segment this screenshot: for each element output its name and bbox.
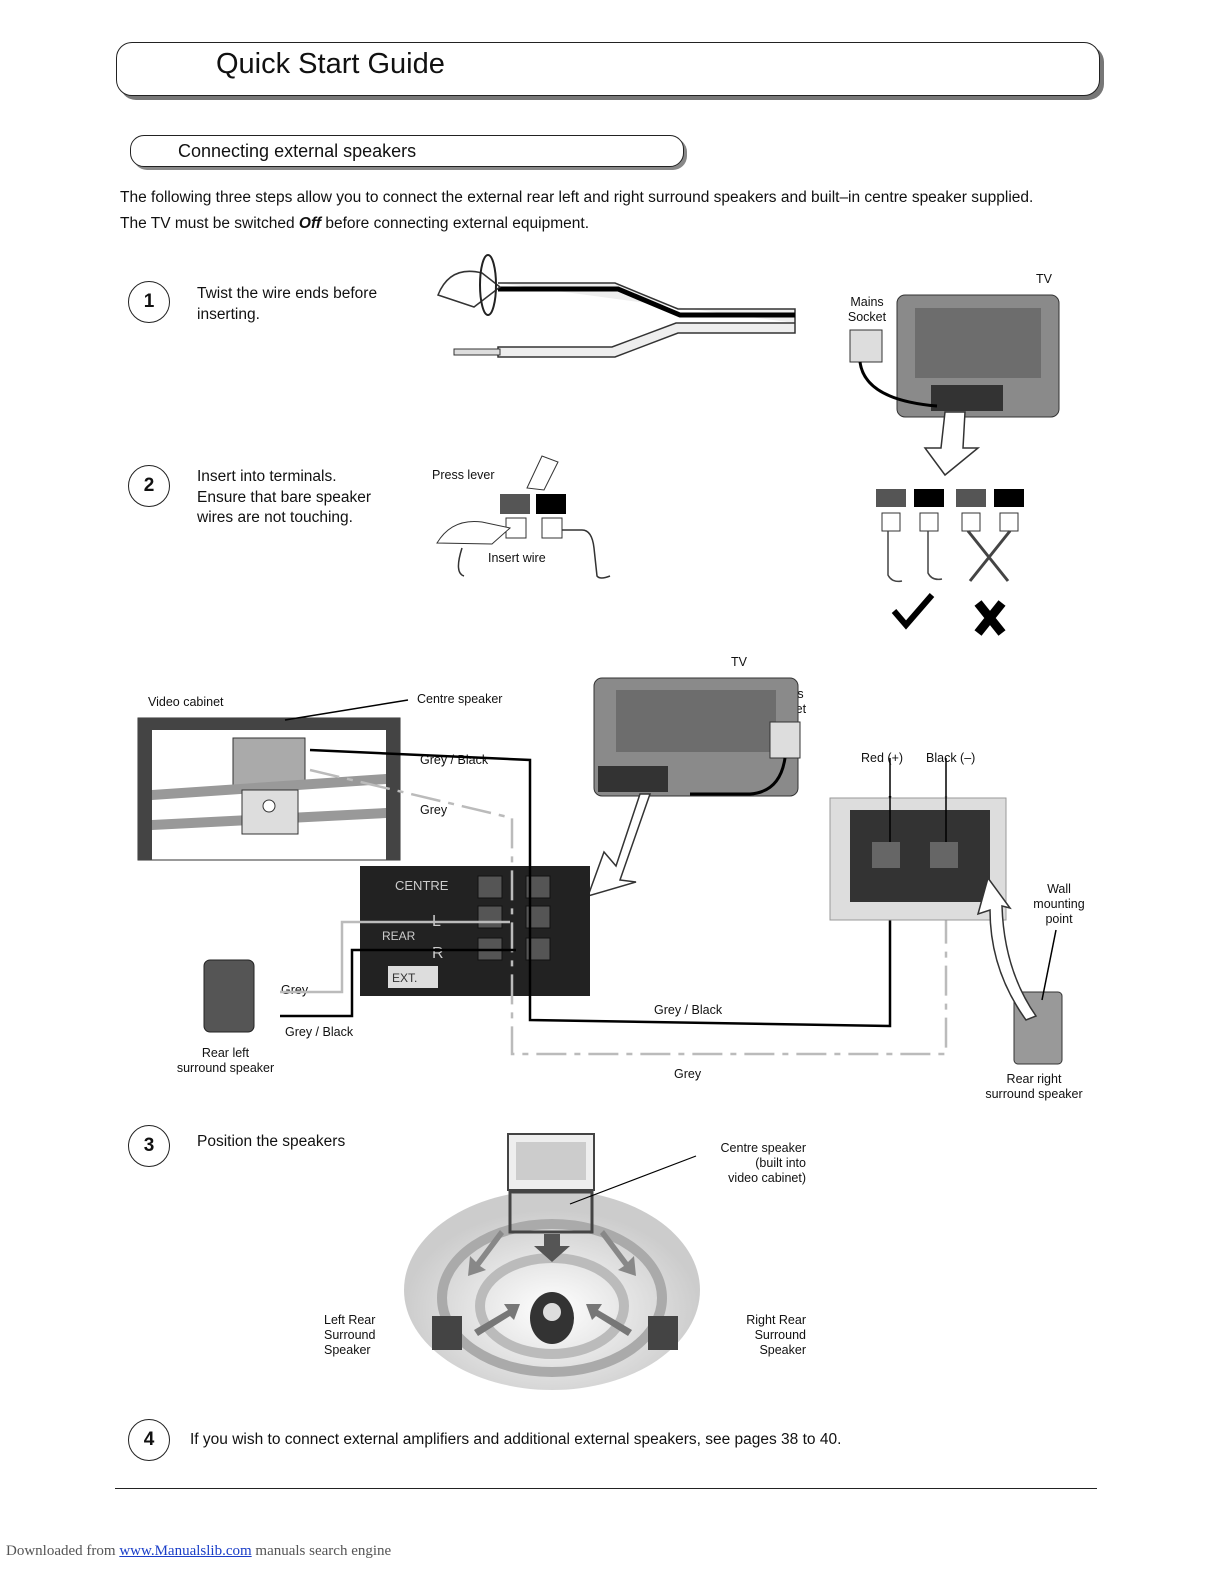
speaker-connection-diagram: CENTRE REAR L R EXT. bbox=[137, 677, 1063, 1065]
label-line: Surround bbox=[324, 1328, 376, 1342]
black-minus-label: Black (–) bbox=[926, 751, 976, 765]
rear-right-speaker-label: Rear right surround speaker bbox=[976, 1072, 1092, 1102]
label-line: video cabinet) bbox=[728, 1171, 806, 1185]
grey-label-bottom: Grey bbox=[674, 1067, 702, 1081]
section-title: Connecting external speakers bbox=[178, 141, 417, 161]
panel-r-label: R bbox=[432, 945, 444, 962]
page-title: Quick Start Guide bbox=[216, 48, 445, 80]
right-rear-surround-label: Right Rear Surround Speaker bbox=[736, 1313, 806, 1358]
terminal-insert-illustration bbox=[436, 455, 611, 579]
step-text-line: Insert into terminals. bbox=[197, 468, 337, 485]
speaker-position-illustration bbox=[404, 1133, 700, 1390]
label-line: surround speaker bbox=[176, 1061, 275, 1075]
arrow-icon bbox=[474, 1304, 520, 1336]
centre-speaker-icon bbox=[232, 737, 306, 787]
step-2-text: Insert into terminals. Ensure that bare … bbox=[197, 467, 371, 529]
intro-text: before connecting external equipment. bbox=[321, 215, 589, 232]
intro-line-2: The TV must be switched Off before conne… bbox=[120, 215, 589, 233]
section-frame bbox=[130, 135, 684, 167]
label-line: Surround bbox=[754, 1328, 806, 1342]
panel-ext-label: EXT. bbox=[392, 971, 417, 985]
step-text-line: wires are not touching. bbox=[197, 509, 353, 526]
panel-centre-label: CENTRE bbox=[395, 878, 449, 893]
video-cabinet-label: Video cabinet bbox=[148, 695, 224, 709]
label-line: Socket bbox=[847, 310, 887, 324]
rear-left-speaker-icon bbox=[203, 959, 255, 1033]
label-line: Rear left bbox=[201, 1046, 250, 1060]
right-rear-speaker-icon bbox=[648, 1316, 678, 1350]
label-line: Right Rear bbox=[746, 1313, 806, 1327]
step-2-number: 2 bbox=[128, 465, 170, 507]
label-line: Centre speaker bbox=[720, 1141, 806, 1155]
arrow-icon bbox=[468, 1230, 504, 1276]
grey-label-top: Grey bbox=[420, 803, 448, 817]
rear-left-speaker-label: Rear left surround speaker bbox=[168, 1046, 283, 1076]
arrow-down-icon bbox=[534, 1234, 570, 1262]
label-line: Speaker bbox=[759, 1343, 806, 1357]
label-line: mounting bbox=[1033, 897, 1085, 911]
press-lever-label: Press lever bbox=[432, 468, 495, 482]
footer-note: Downloaded from www.Manualslib.com manua… bbox=[6, 1543, 391, 1560]
step-4-number: 4 bbox=[128, 1419, 170, 1461]
centre-speaker-builtin-label: Centre speaker (built into video cabinet… bbox=[700, 1141, 806, 1186]
wire-check-illustration bbox=[876, 489, 1024, 636]
step-3-number: 3 bbox=[128, 1125, 170, 1167]
video-cabinet-icon bbox=[508, 1190, 594, 1234]
step-1-text: Twist the wire ends before inserting. bbox=[197, 284, 377, 325]
label-line: Left Rear bbox=[324, 1313, 376, 1327]
step-text-line: Twist the wire ends before bbox=[197, 285, 378, 302]
footer-suffix: manuals search engine bbox=[251, 1543, 392, 1559]
wall-mounting-label: Wall mounting point bbox=[1028, 882, 1090, 927]
step-text-line: inserting. bbox=[197, 305, 260, 323]
red-plus-label: Red (+) bbox=[861, 751, 904, 765]
step-3-text: Position the speakers bbox=[197, 1133, 346, 1150]
tv-label-top: TV bbox=[1036, 272, 1052, 286]
arrow-icon bbox=[600, 1230, 636, 1276]
intro-line-1: The following three steps allow you to c… bbox=[120, 189, 1034, 206]
title-frame bbox=[116, 42, 1100, 96]
mains-socket-label-top: Mains Socket bbox=[842, 295, 892, 325]
hand-icon bbox=[436, 520, 512, 545]
step-4-text: If you wish to connect external amplifie… bbox=[190, 1431, 842, 1448]
footer-prefix: Downloaded from bbox=[6, 1543, 120, 1559]
footer-divider bbox=[115, 1488, 1097, 1489]
cross-icon bbox=[974, 600, 1006, 636]
label-line: point bbox=[1045, 912, 1073, 926]
step-1-number: 1 bbox=[128, 281, 170, 323]
label-line: surround speaker bbox=[985, 1087, 1083, 1101]
check-icon bbox=[891, 593, 935, 630]
centre-speaker-label: Centre speaker bbox=[417, 692, 503, 706]
grey-label-left: Grey bbox=[281, 983, 309, 997]
label-line: Speaker bbox=[324, 1343, 371, 1357]
mains-socket-icon bbox=[849, 329, 883, 363]
left-rear-surround-label: Left Rear Surround Speaker bbox=[324, 1313, 375, 1358]
mains-socket-icon bbox=[769, 721, 801, 759]
panel-rear-label: REAR bbox=[382, 929, 416, 943]
hand-icon bbox=[437, 270, 502, 308]
insert-wire-label: Insert wire bbox=[488, 551, 546, 565]
label-line: Rear right bbox=[1006, 1072, 1062, 1086]
step-text-line: Ensure that bare speaker bbox=[197, 488, 372, 506]
tv-rear-illustration-top bbox=[849, 294, 1060, 477]
label-line: Mains bbox=[850, 295, 884, 309]
label-line: Wall bbox=[1047, 882, 1071, 896]
tv-label-mid: TV bbox=[731, 655, 747, 669]
intro-off: Off bbox=[298, 215, 322, 232]
intro-text: The TV must be switched bbox=[120, 215, 299, 232]
twisted-wire-illustration bbox=[437, 254, 796, 358]
manualslib-link[interactable]: www.Manualslib.com bbox=[119, 1543, 252, 1559]
label-line: (built into bbox=[755, 1156, 806, 1170]
finger-icon bbox=[526, 455, 559, 491]
grey-black-label-left: Grey / Black bbox=[285, 1025, 354, 1039]
left-rear-speaker-icon bbox=[432, 1316, 462, 1350]
arrow-icon bbox=[586, 1304, 632, 1336]
grey-black-label-bottom: Grey / Black bbox=[654, 1003, 723, 1017]
